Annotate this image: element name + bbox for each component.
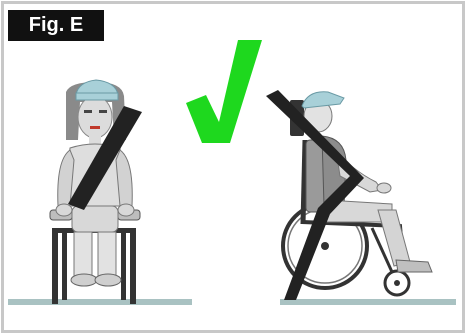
floor-left bbox=[8, 299, 192, 305]
figure-label-box: Fig. E bbox=[8, 10, 104, 41]
floor-right bbox=[280, 299, 456, 305]
figure-label: Fig. E bbox=[8, 10, 104, 41]
